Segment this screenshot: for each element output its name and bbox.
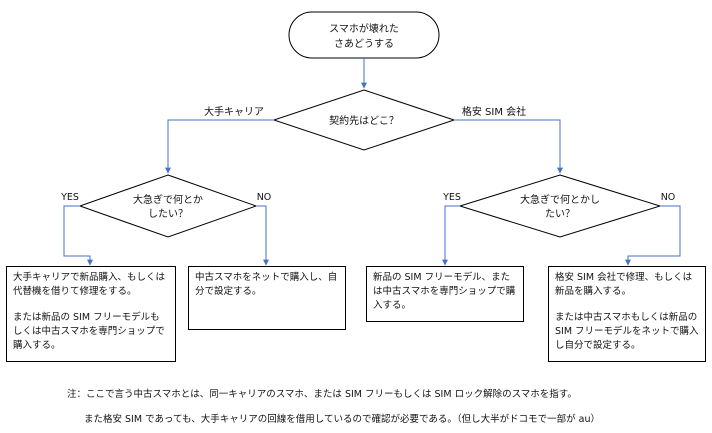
- decision-right-line1: 大急ぎで何とかし: [520, 193, 600, 206]
- outcome-carrier-urgent: 大手キャリアで新品購入、もしくは代替機を借りて修理をする。 または新品の SIM…: [6, 266, 176, 362]
- decision-left-no-label: NO: [257, 192, 272, 203]
- decision-left-diamond: [78, 174, 258, 238]
- connector-right-no: [625, 205, 681, 266]
- decision-left-yes-label: YES: [60, 192, 79, 203]
- branch-label-mvno: 格安 SIM 会社: [462, 105, 526, 118]
- decision-left-line2: したい？: [148, 208, 188, 220]
- outcome-carrier-not-urgent: 中古スマホをネットで購入し、自分で設定する。: [188, 266, 346, 330]
- connector-left-no: [256, 205, 269, 266]
- branch-label-major-carrier: 大手キャリア: [204, 105, 264, 118]
- decision-left-line1: 大急ぎで何とか: [133, 193, 203, 206]
- start-terminator: [288, 11, 440, 59]
- connector-main-right: [454, 119, 563, 174]
- footnote-line1: 注：ここで言う中古スマホとは、同一キャリアのスマホ、または SIM フリーもしく…: [67, 389, 577, 400]
- start-text-line2: さあどうする: [334, 38, 394, 50]
- outcome-mvno-urgent: 新品の SIM フリーモデル、または中古スマホを専門ショップで購入する。: [366, 266, 524, 322]
- decision-right-diamond: [458, 174, 662, 238]
- outcome-mvno-not-urgent: 格安 SIM 会社で修理、もしくは新品を購入する。 または中古スマホもしくは新品…: [548, 266, 706, 362]
- decision-right-line2: たい？: [545, 208, 575, 220]
- connector-left-yes: [63, 205, 93, 266]
- decision-right-yes-label: YES: [442, 192, 461, 203]
- outcome-carrier-urgent-text2: または新品の SIM フリーモデルもしくは中古スマホを専門ショップで購入する。: [13, 312, 165, 351]
- outcome-carrier-urgent-text1: 大手キャリアで新品購入、もしくは代替機を借りて修理をする。: [13, 272, 166, 297]
- outcome-mvno-not-urgent-text1: 格安 SIM 会社で修理、もしくは新品を購入する。: [555, 272, 693, 297]
- decision-right-no-label: NO: [661, 192, 676, 203]
- connector-main-left: [165, 119, 274, 174]
- decision-main-label: 契約先はどこ？: [329, 114, 399, 127]
- outcome-carrier-not-urgent-text1: 中古スマホをネットで購入し、自分で設定する。: [195, 272, 338, 297]
- connector-right-yes: [442, 205, 460, 266]
- outcome-mvno-not-urgent-text2: または中古スマホもしくは新品の SIM フリーモデルをネットで購入し自分で設定す…: [555, 312, 699, 351]
- outcome-mvno-urgent-text1: 新品の SIM フリーモデル、または中古スマホを専門ショップで購入する。: [373, 272, 516, 311]
- decision-main-diamond: [272, 89, 456, 151]
- start-text-line1: スマホが壊れた: [329, 22, 399, 35]
- footnote-line2: また格安 SIM であっても、大手キャリアの回線を借用しているので確認が必要であ…: [84, 414, 600, 425]
